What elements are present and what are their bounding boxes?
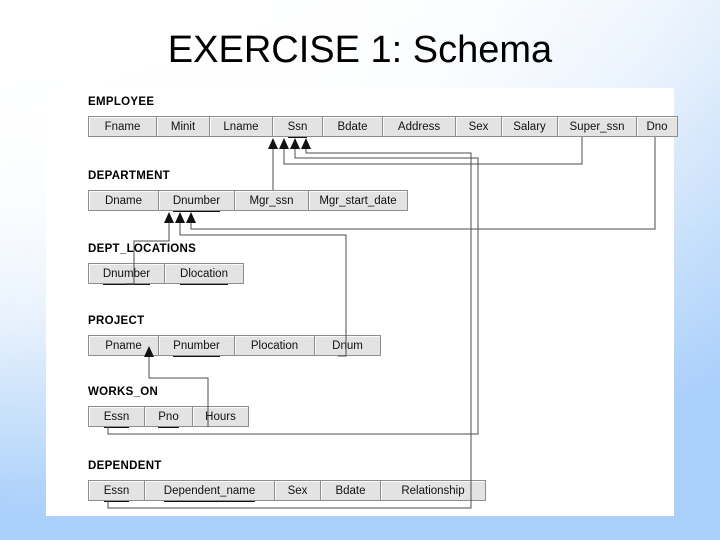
- table-title-dependent: DEPENDENT: [88, 460, 162, 472]
- column-employee-address[interactable]: Address: [382, 116, 455, 137]
- table-row-works-on: Essn Pno Hours: [88, 406, 249, 428]
- arrowhead-ssn-1: [268, 138, 278, 149]
- fk-dependent-essn: [107, 149, 472, 509]
- column-employee-salary[interactable]: Salary: [501, 116, 557, 137]
- arrowhead-dnumber-3: [186, 212, 196, 223]
- arrowhead-ssn-2: [279, 138, 289, 149]
- column-project-dnum[interactable]: Dnum: [314, 335, 381, 356]
- arrowhead-dnumber-1: [164, 212, 174, 223]
- table-title-project: PROJECT: [88, 315, 145, 327]
- column-department-mgr-start-date[interactable]: Mgr_start_date: [308, 190, 408, 211]
- fk-project-dnum: [179, 223, 347, 357]
- column-dependent-dependent-name[interactable]: Dependent_name: [144, 480, 274, 502]
- table-title-works-on: WORKS_ON: [88, 386, 159, 398]
- arrowhead-ssn-3: [290, 138, 300, 149]
- foreign-key-connectors: [107, 137, 656, 509]
- page-title: EXERCISE 1: Schema: [167, 29, 553, 71]
- table-row-dependent: Essn Dependent_name Sex Bdate Relationsh…: [88, 480, 486, 502]
- fk-employee-dno: [190, 137, 656, 230]
- arrowhead-pnumber-1: [144, 346, 154, 357]
- column-dependent-relationship[interactable]: Relationship: [380, 480, 486, 501]
- table-title-employee: EMPLOYEE: [88, 96, 155, 108]
- schema-diagram-panel: EMPLOYEE Fname Minit Lname Ssn Bdate Add…: [46, 88, 678, 516]
- arrowhead-ssn-4: [301, 138, 311, 149]
- table-title-dept-locations: DEPT_LOCATIONS: [88, 243, 197, 255]
- column-department-mgr-ssn[interactable]: Mgr_ssn: [234, 190, 308, 211]
- column-project-plocation[interactable]: Plocation: [234, 335, 314, 356]
- column-employee-ssn[interactable]: Ssn: [272, 116, 322, 138]
- column-works-on-essn[interactable]: Essn: [88, 406, 144, 428]
- table-row-employee: Fname Minit Lname Ssn Bdate Address Sex …: [88, 116, 678, 138]
- arrowhead-dnumber-2: [175, 212, 185, 223]
- column-employee-bdate[interactable]: Bdate: [322, 116, 382, 137]
- column-employee-lname[interactable]: Lname: [209, 116, 272, 137]
- column-project-pname[interactable]: Pname: [88, 335, 158, 356]
- fk-dept-locations-dnumber: [126, 223, 170, 285]
- column-dept-locations-dlocation[interactable]: Dlocation: [164, 263, 244, 285]
- fk-works-on-pno: [148, 357, 209, 427]
- column-department-dname[interactable]: Dname: [88, 190, 158, 211]
- table-title-department: DEPARTMENT: [88, 170, 171, 182]
- column-project-pnumber[interactable]: Pnumber: [158, 335, 234, 357]
- table-row-dept-locations: Dnumber Dlocation: [88, 263, 244, 285]
- column-works-on-pno[interactable]: Pno: [144, 406, 192, 428]
- table-row-department: Dname Dnumber Mgr_ssn Mgr_start_date: [88, 190, 408, 212]
- column-employee-dno[interactable]: Dno: [636, 116, 678, 137]
- fk-works-on-essn: [107, 149, 479, 435]
- column-employee-fname[interactable]: Fname: [88, 116, 156, 137]
- column-employee-sex[interactable]: Sex: [455, 116, 501, 137]
- column-works-on-hours[interactable]: Hours: [192, 406, 249, 427]
- table-row-project: Pname Pnumber Plocation Dnum: [88, 335, 381, 357]
- column-dependent-sex[interactable]: Sex: [274, 480, 320, 501]
- column-dependent-essn[interactable]: Essn: [88, 480, 144, 502]
- column-dependent-bdate[interactable]: Bdate: [320, 480, 380, 501]
- column-department-dnumber[interactable]: Dnumber: [158, 190, 234, 212]
- fk-employee-super-ssn: [283, 137, 583, 165]
- schema-diagram: EMPLOYEE Fname Minit Lname Ssn Bdate Add…: [46, 88, 678, 516]
- column-employee-minit[interactable]: Minit: [156, 116, 209, 137]
- column-employee-super-ssn[interactable]: Super_ssn: [557, 116, 636, 137]
